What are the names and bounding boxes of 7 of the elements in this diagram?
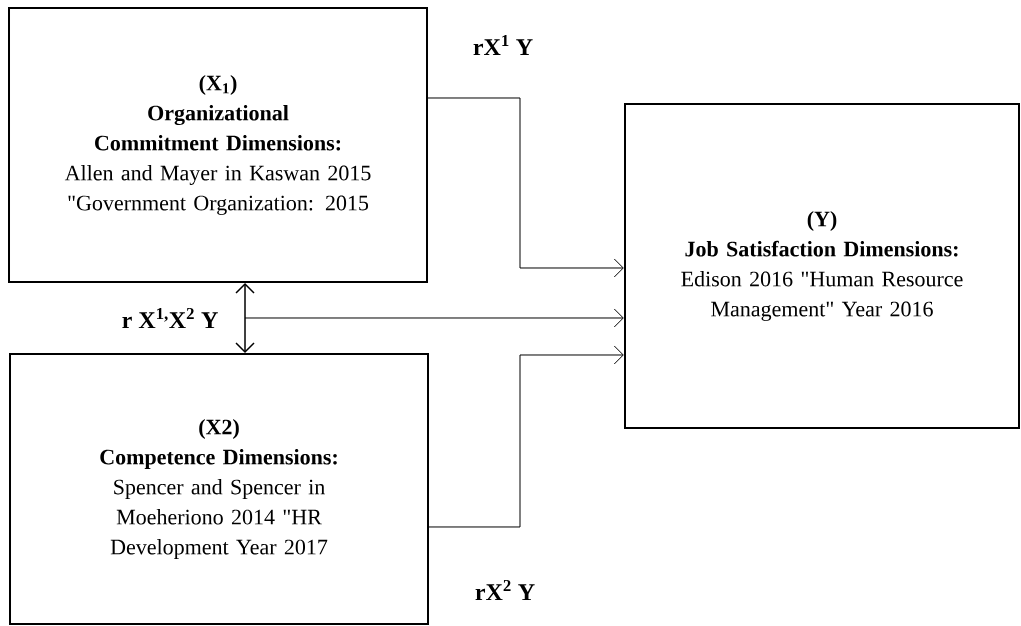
arrow (427, 97, 624, 278)
concept-box: (X2) Competence Dimensions: Spencer and Spencer in Moeheriono 2014 "HR Development Year 2017 (9, 353, 429, 625)
concept-box: (Y) Job Satisfaction Dimensions: Edison 2016 "Human Resource Management" Year 2016 (624, 103, 1020, 429)
arrow (428, 345, 624, 528)
concept-box: (X$_{1}$) Organizational Commitment Dimensions: Allen and Mayer in Kaswan 2015 "Government Organization: 2015 (8, 7, 428, 283)
arrow (244, 308, 624, 328)
arrow (235, 283, 255, 353)
